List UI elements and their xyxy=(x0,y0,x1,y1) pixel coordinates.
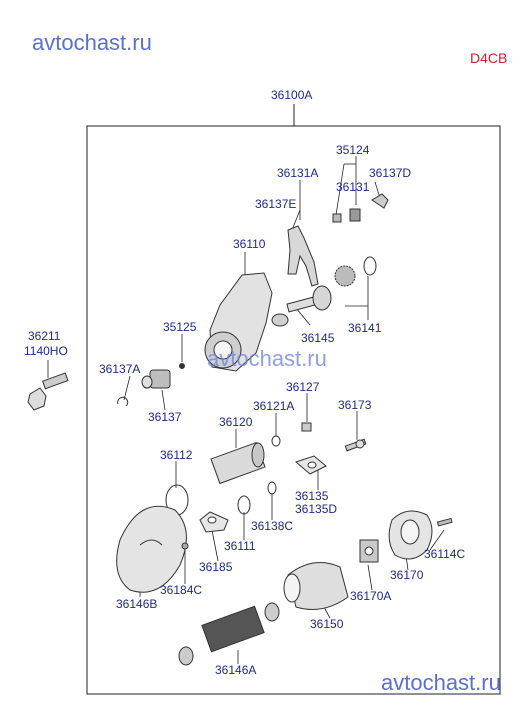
planet-gear-icon xyxy=(334,256,377,287)
part-label-36112[interactable]: 36112 xyxy=(160,448,193,462)
screw-36184c-icon xyxy=(181,542,189,550)
part-label-36137a[interactable]: 36137A xyxy=(99,362,141,376)
part-label-36135d[interactable]: 36135D xyxy=(295,502,338,516)
part-label-36135[interactable]: 36135 xyxy=(295,489,329,503)
part-label-36150[interactable]: 36150 xyxy=(310,617,344,631)
part-label-36120[interactable]: 36120 xyxy=(219,415,253,429)
nut-36127-icon xyxy=(301,422,312,432)
part-label-36170a[interactable]: 36170A xyxy=(350,589,392,603)
end-cover-icon xyxy=(116,505,187,593)
part-label-36110[interactable]: 36110 xyxy=(233,237,266,251)
screw-36114c-icon xyxy=(436,517,453,527)
yoke-housing-icon xyxy=(283,562,349,610)
spring-pins-icon xyxy=(332,193,389,223)
part-label-36111[interactable]: 36111 xyxy=(224,539,256,553)
part-label-36114c[interactable]: 36114C xyxy=(424,547,466,561)
watermark-top: avtochast.ru xyxy=(32,30,152,55)
part-label-1140ho[interactable]: 1140HO xyxy=(24,344,68,358)
part-drawings xyxy=(27,193,453,666)
part-label-36137[interactable]: 36137 xyxy=(148,410,182,424)
watermark-middle: avtochast.ru xyxy=(207,346,327,371)
pinion-gear-icon xyxy=(141,363,185,389)
terminal-bolt-icon xyxy=(344,438,367,452)
engine-code: D4CB xyxy=(470,50,508,66)
part-label-36137d[interactable]: 36137D xyxy=(369,166,412,180)
assembly-label[interactable]: 36100A xyxy=(271,88,313,102)
drive-shaft-icon xyxy=(271,285,332,327)
bolt-36211-icon xyxy=(27,372,69,411)
part-label-36131a[interactable]: 36131A xyxy=(277,166,319,180)
rear-cover-icon xyxy=(388,510,433,560)
part-label-36137e[interactable]: 36137E xyxy=(255,197,297,211)
part-label-36146b[interactable]: 36146B xyxy=(116,597,158,611)
snap-ring-icon xyxy=(117,396,129,407)
part-label-36173[interactable]: 36173 xyxy=(338,398,372,412)
leader-lines xyxy=(47,156,445,664)
part-label-36121a[interactable]: 36121A xyxy=(253,399,295,413)
solenoid-icon xyxy=(210,441,266,485)
gasket-36135-icon xyxy=(295,455,327,475)
part-label-36146a[interactable]: 36146A xyxy=(215,663,257,677)
part-label-36127[interactable]: 36127 xyxy=(286,380,320,394)
washer-36138c-icon xyxy=(267,481,277,495)
o-ring-icon xyxy=(237,495,251,515)
drive-housing-icon xyxy=(204,272,273,372)
part-label-36185[interactable]: 36185 xyxy=(199,560,233,574)
part-label-35125[interactable]: 35125 xyxy=(163,320,197,334)
cover-plate-icon xyxy=(199,511,229,533)
part-label-36184c[interactable]: 36184C xyxy=(160,583,203,597)
brush-holder-icon xyxy=(359,539,379,563)
part-label-36131[interactable]: 36131 xyxy=(336,180,370,194)
part-label-36138c[interactable]: 36138C xyxy=(251,519,294,533)
part-label-35124[interactable]: 35124 xyxy=(336,143,370,157)
part-label-36145[interactable]: 36145 xyxy=(301,331,335,345)
armature-icon xyxy=(178,602,280,666)
part-label-36170[interactable]: 36170 xyxy=(390,568,424,582)
fork-lever-icon xyxy=(287,225,319,287)
part-label-36211[interactable]: 36211 xyxy=(28,329,61,343)
washer-36121a-icon xyxy=(271,435,281,447)
watermark-bottom: avtochast.ru xyxy=(381,670,501,695)
part-label-36141[interactable]: 36141 xyxy=(348,321,382,335)
